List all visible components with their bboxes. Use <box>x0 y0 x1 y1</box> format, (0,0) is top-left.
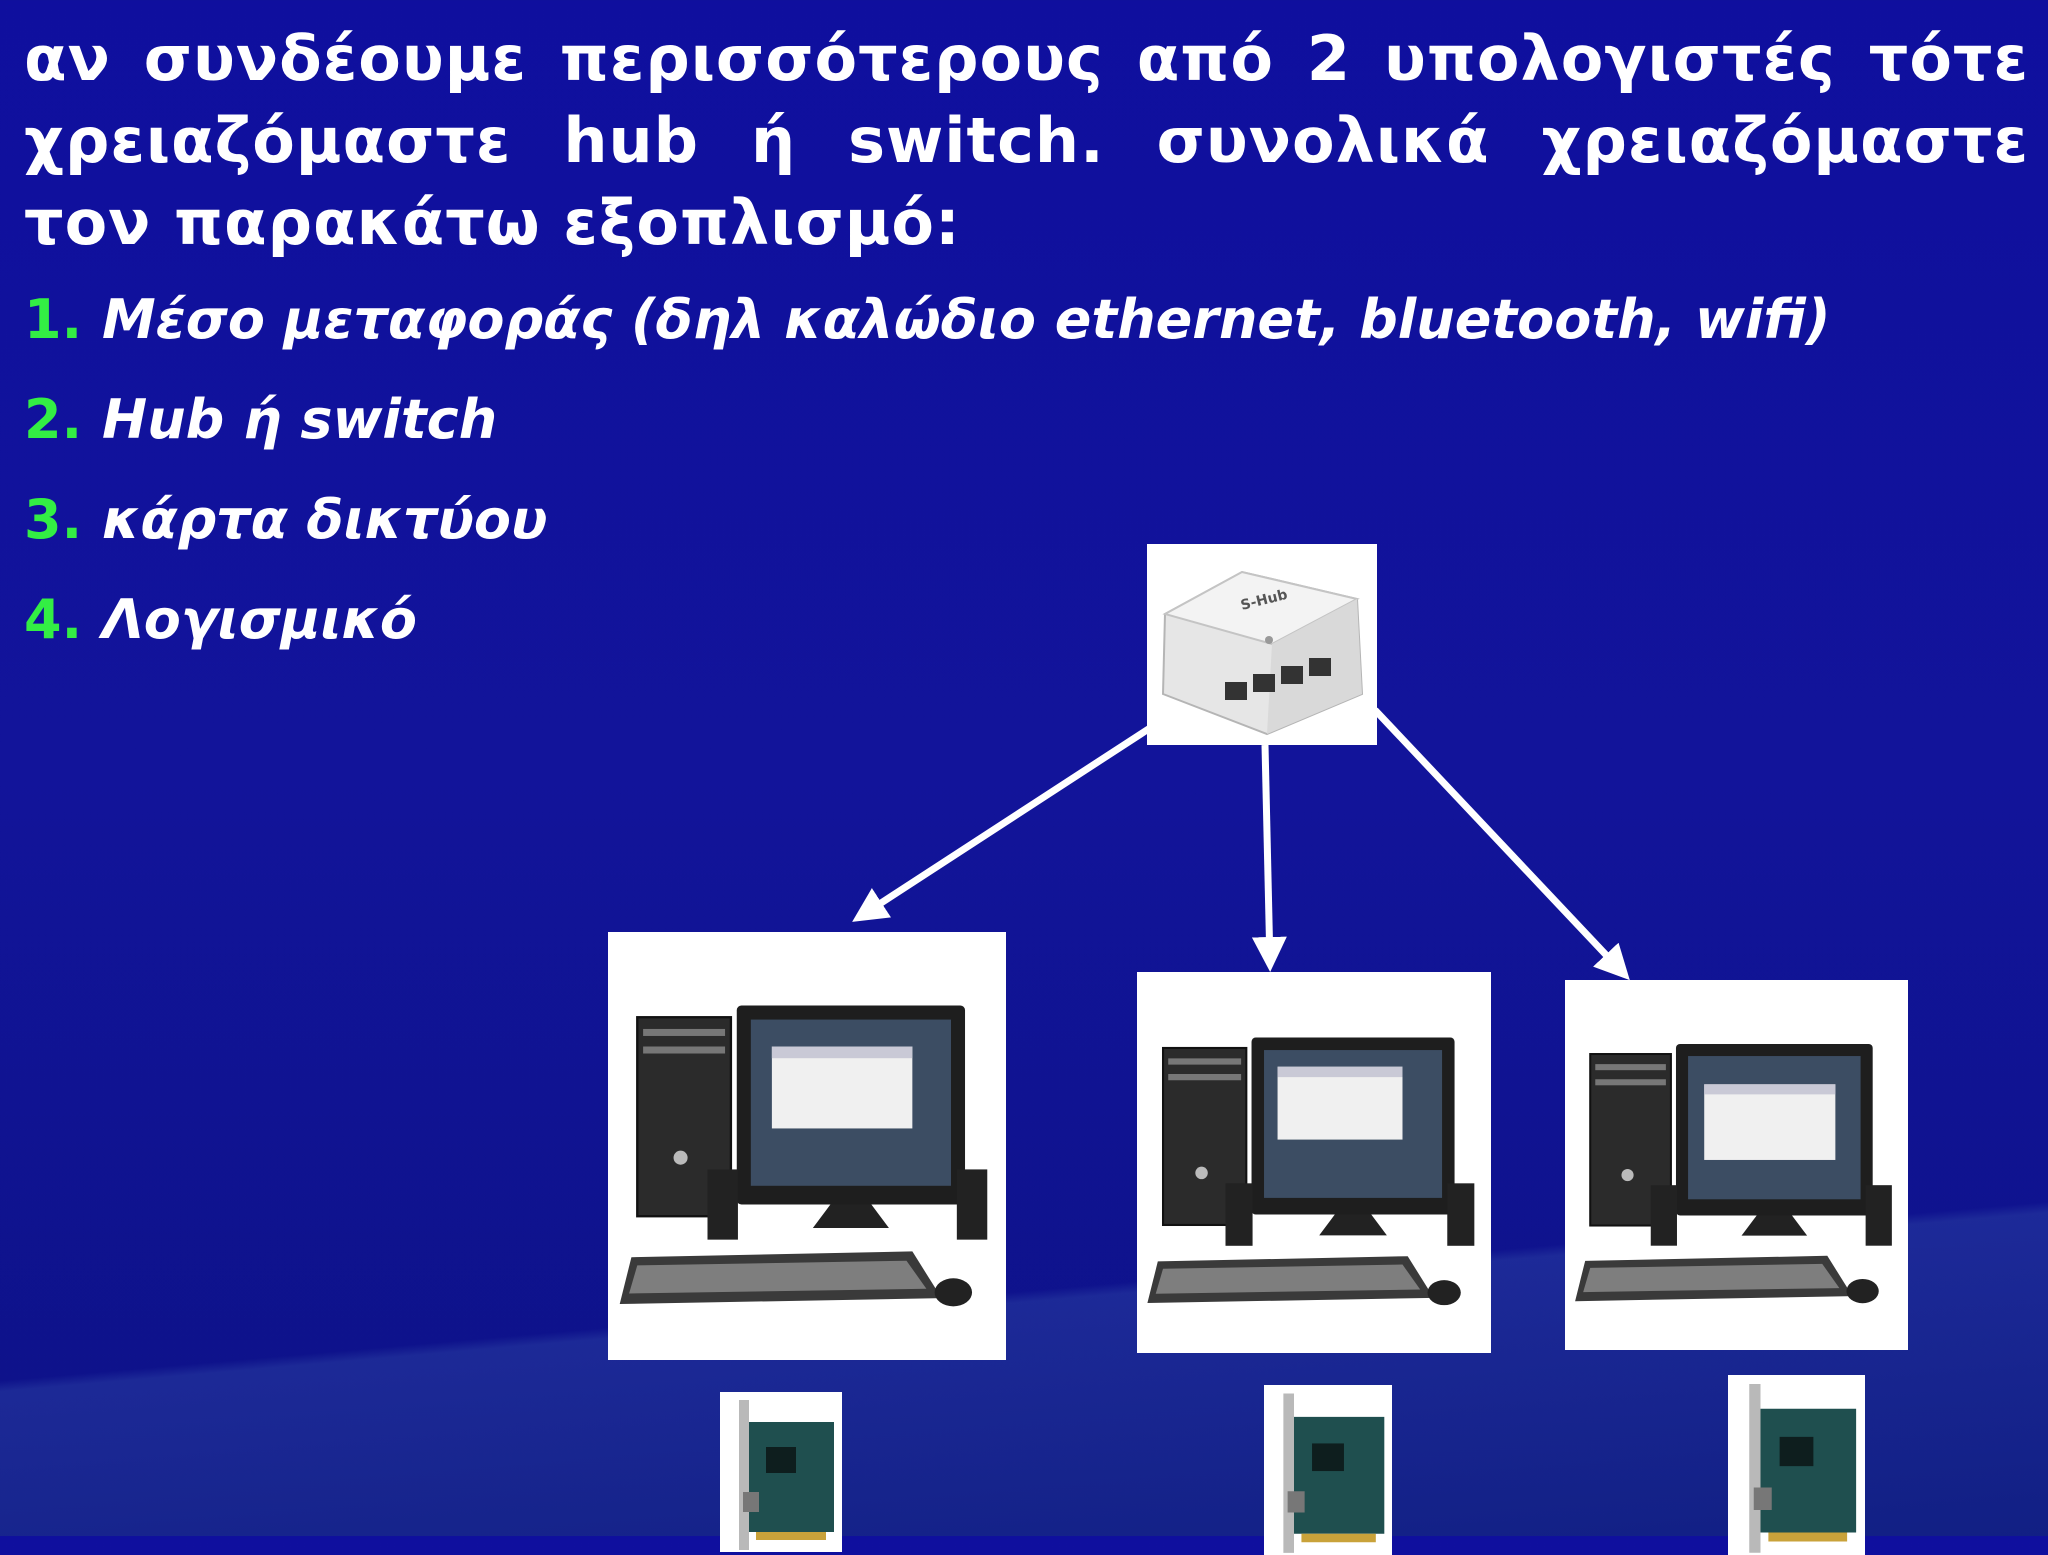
equipment-list: 1. Μέσο μεταφοράς (δηλ καλώδιο ethernet, … <box>24 280 1831 680</box>
item-label: κάρτα δικτύου <box>102 488 548 551</box>
network-card-image-1 <box>720 1392 842 1552</box>
list-item: 1. Μέσο μεταφοράς (δηλ καλώδιο ethernet, … <box>24 280 1831 380</box>
item-number: 1. <box>24 288 83 351</box>
arrow-to-pc3 <box>1372 707 1630 981</box>
computer-icon <box>1575 1043 1892 1304</box>
hub-image: S-Hub <box>1147 544 1377 745</box>
network-card-image-2 <box>1264 1385 1392 1555</box>
computer-image-3 <box>1565 980 1908 1350</box>
list-item: 3. κάρτα δικτύου <box>24 480 1831 580</box>
item-number: 4. <box>24 588 83 651</box>
computer-icon <box>619 1005 988 1307</box>
network-card-icon <box>1749 1384 1857 1553</box>
item-number: 3. <box>24 488 83 551</box>
computer-image-2 <box>1137 972 1491 1353</box>
item-label: Μέσο μεταφοράς (δηλ καλώδιο ethernet, bl… <box>102 288 1831 351</box>
item-number: 2. <box>24 388 83 451</box>
arrow-to-pc1 <box>852 725 1152 922</box>
hub-icon: S-Hub <box>1161 570 1364 736</box>
list-item: 2. Hub ή switch <box>24 380 1831 480</box>
network-card-icon <box>739 1400 834 1550</box>
network-card-icon <box>1283 1393 1385 1553</box>
computer-image-1 <box>608 932 1006 1360</box>
arrow-to-pc2 <box>1251 744 1287 972</box>
item-label: Λογισμικό <box>102 588 418 651</box>
network-card-image-3 <box>1728 1375 1865 1555</box>
item-label: Hub ή switch <box>102 388 498 451</box>
intro-paragraph: αν συνδέουμε περισσότερους από 2 υπολογι… <box>24 22 2029 259</box>
computer-icon <box>1147 1037 1475 1306</box>
list-item: 4. Λογισμικό <box>24 580 1831 680</box>
